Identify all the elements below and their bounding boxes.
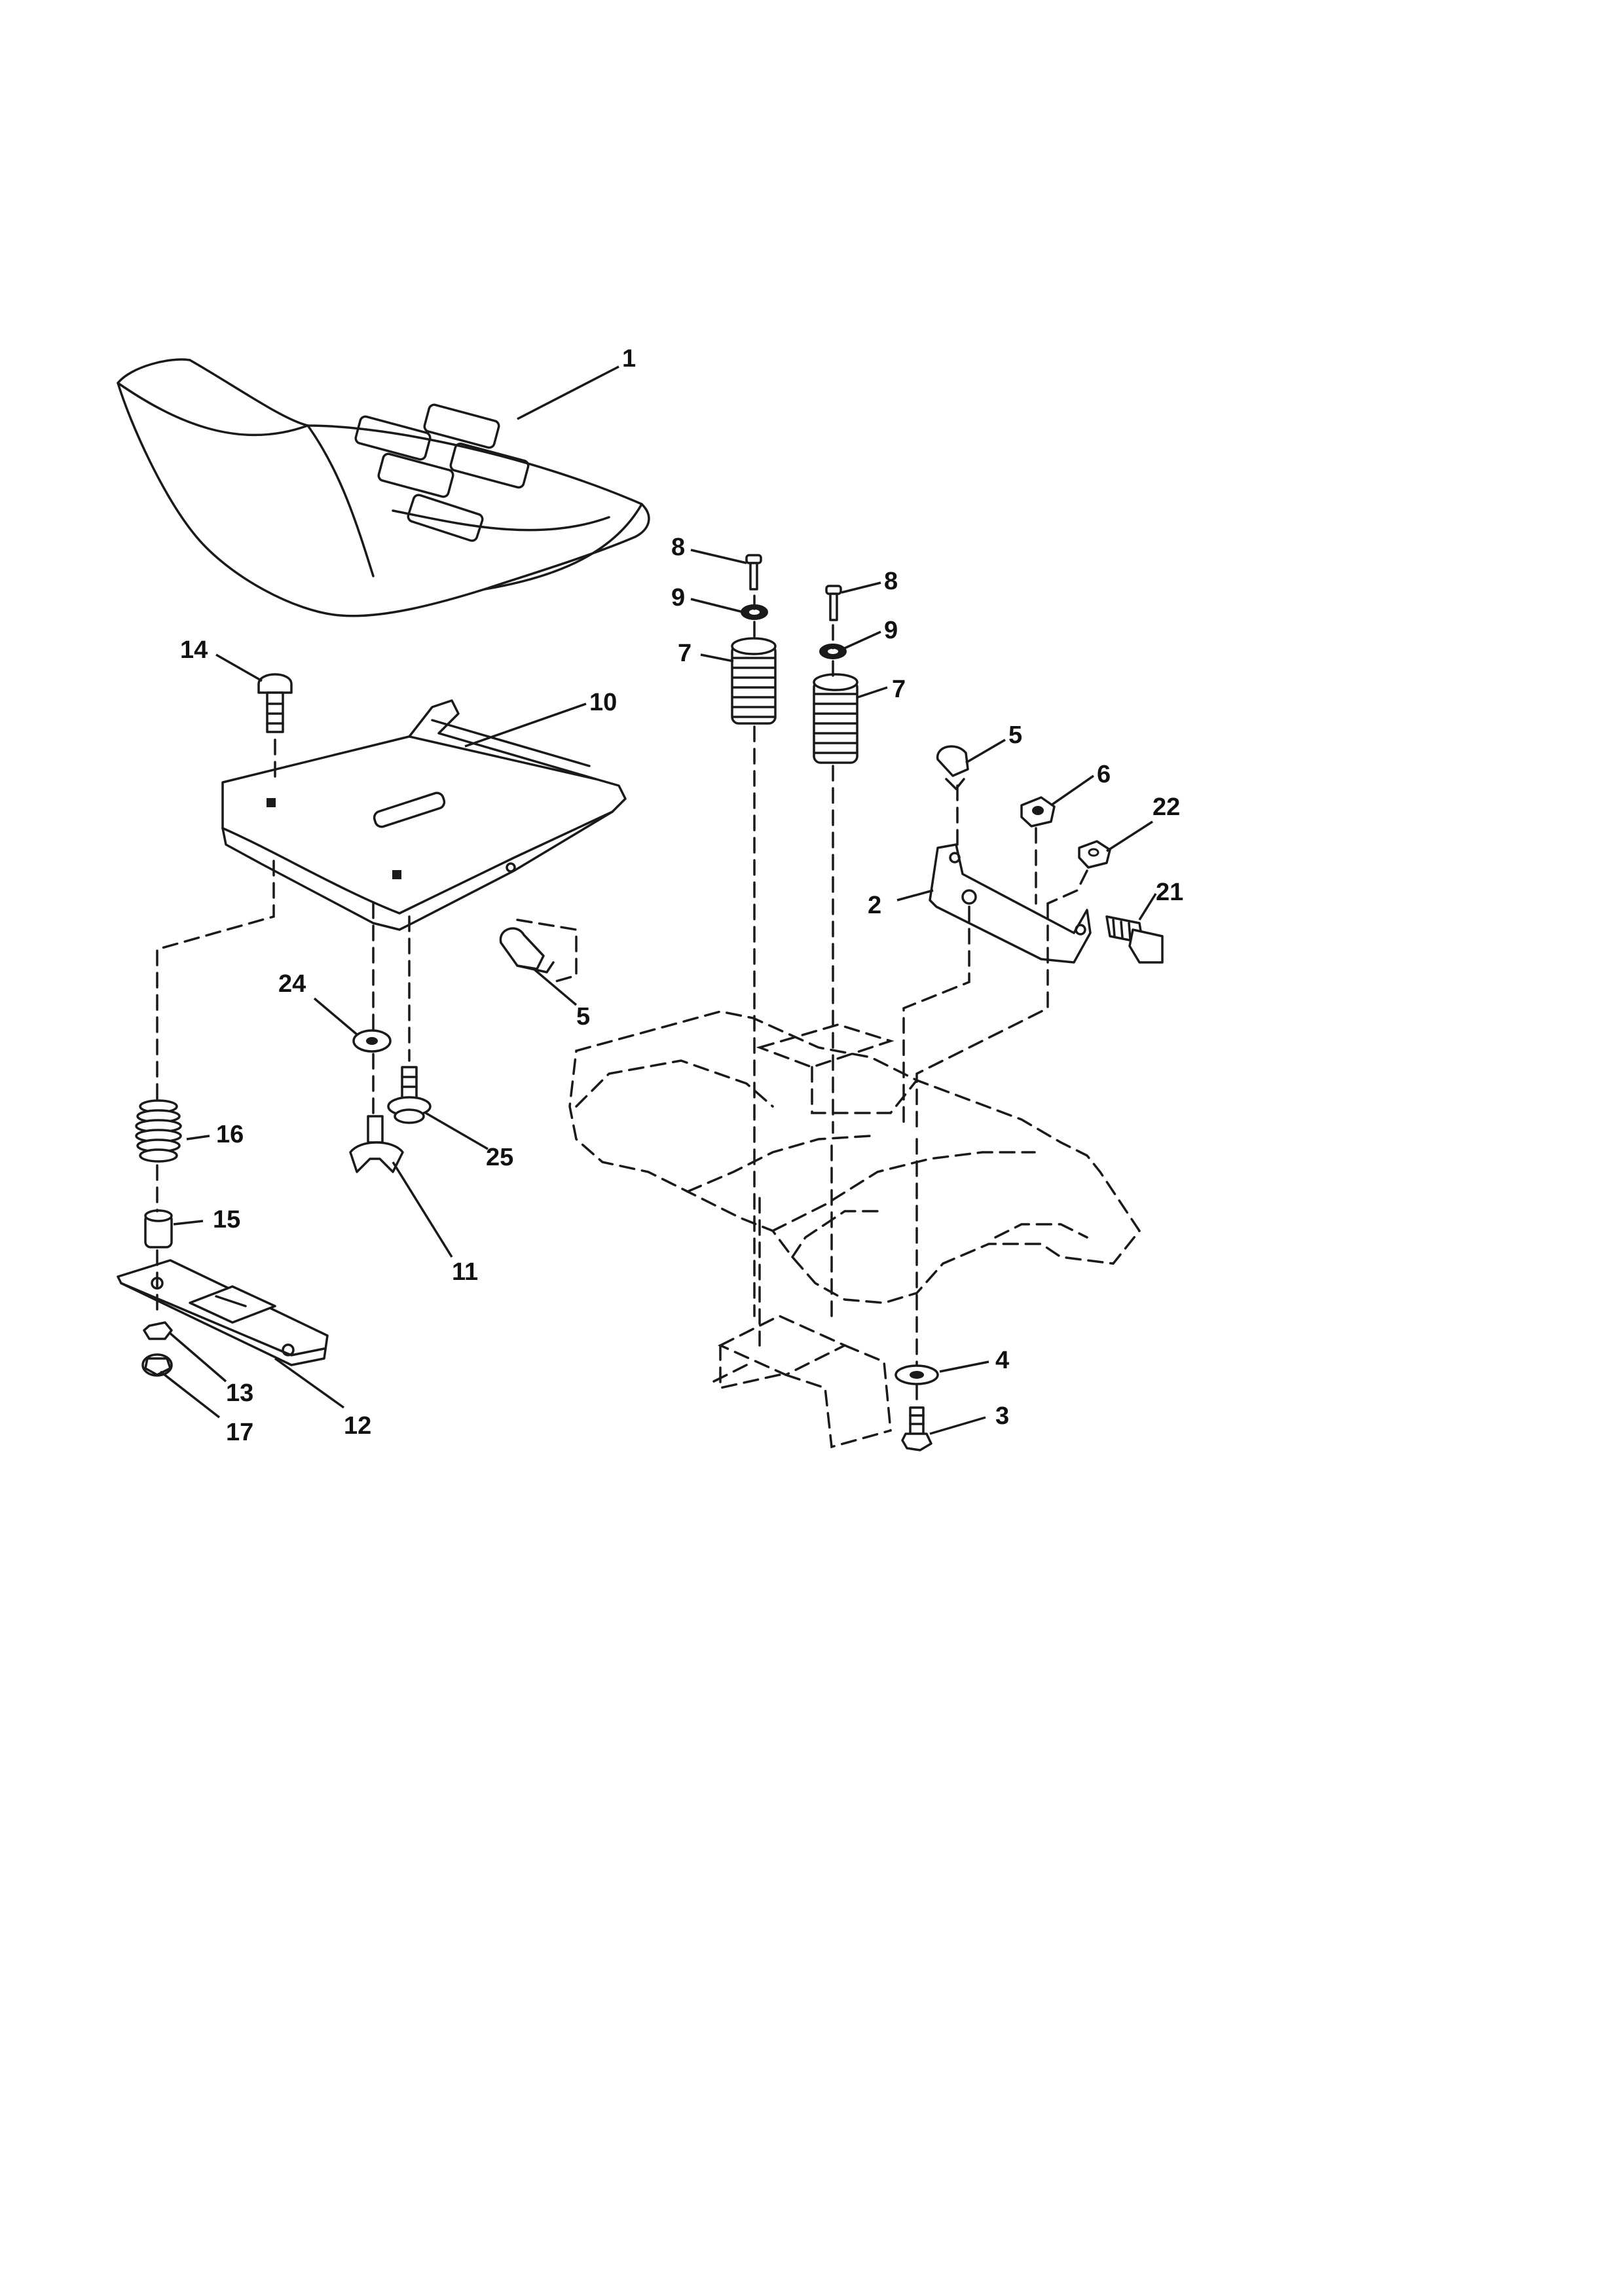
bushing bbox=[144, 1209, 173, 1248]
callout-9-left: 9 bbox=[671, 584, 685, 611]
lock-nut-17 bbox=[141, 1353, 173, 1377]
flat-washer-4 bbox=[895, 1364, 939, 1385]
callout-7-left: 7 bbox=[678, 640, 692, 667]
hex-nut-22 bbox=[1078, 840, 1111, 869]
assembly-lines bbox=[156, 594, 1088, 1406]
seat-spring-7-right bbox=[813, 673, 858, 764]
callout-labels: 1 14 10 8 9 7 8 9 7 5 6 22 21 2 5 24 25 … bbox=[180, 345, 1183, 1446]
hex-bolt-3 bbox=[901, 1406, 932, 1451]
callout-13: 13 bbox=[226, 1379, 253, 1407]
callout-8-left: 8 bbox=[671, 534, 685, 561]
callout-3: 3 bbox=[995, 1402, 1009, 1430]
shoulder-bolt bbox=[387, 1066, 432, 1124]
callout-8-right: 8 bbox=[884, 568, 898, 595]
bolt-8-right bbox=[825, 585, 842, 621]
frame-mount-outline bbox=[712, 1315, 892, 1449]
carriage-bolt bbox=[257, 673, 293, 733]
callout-2: 2 bbox=[868, 892, 881, 919]
callout-6: 6 bbox=[1097, 761, 1111, 788]
callout-14: 14 bbox=[180, 636, 208, 664]
adjustment-plate bbox=[117, 1259, 329, 1366]
cable-clip-right bbox=[936, 745, 969, 790]
callout-17: 17 bbox=[226, 1419, 253, 1446]
callout-15: 15 bbox=[213, 1206, 240, 1233]
small-spring bbox=[135, 1099, 182, 1163]
leader-lines bbox=[159, 365, 1157, 1435]
callout-22: 22 bbox=[1153, 793, 1180, 821]
adjustment-knob bbox=[349, 1115, 404, 1173]
callout-16: 16 bbox=[216, 1121, 244, 1148]
callout-4: 4 bbox=[995, 1347, 1009, 1374]
callout-25: 25 bbox=[486, 1144, 513, 1171]
callout-9-right: 9 bbox=[884, 617, 898, 644]
seat-pan bbox=[221, 699, 627, 931]
callout-24: 24 bbox=[278, 970, 306, 998]
callout-7-right: 7 bbox=[892, 676, 906, 703]
callout-21: 21 bbox=[1156, 879, 1183, 906]
seat-spring-7-left bbox=[731, 637, 777, 725]
hex-nut-6 bbox=[1020, 796, 1056, 828]
cable-clip-left bbox=[499, 927, 555, 974]
seat bbox=[117, 358, 650, 617]
callout-5-left: 5 bbox=[576, 1003, 590, 1030]
callout-11: 11 bbox=[452, 1258, 478, 1286]
hex-nut-13 bbox=[143, 1321, 173, 1340]
flat-washer-left bbox=[352, 1029, 392, 1053]
callout-12: 12 bbox=[344, 1412, 371, 1440]
shoulder-bolt-21 bbox=[1105, 915, 1164, 964]
callout-10: 10 bbox=[589, 689, 617, 716]
tractor-fender-outline bbox=[568, 1010, 1141, 1304]
bolt-8-left bbox=[745, 554, 762, 591]
callout-5-right: 5 bbox=[1008, 721, 1022, 749]
callout-1: 1 bbox=[622, 345, 636, 373]
seat-bracket bbox=[929, 843, 1092, 964]
lock-washer-9-right bbox=[819, 644, 847, 659]
